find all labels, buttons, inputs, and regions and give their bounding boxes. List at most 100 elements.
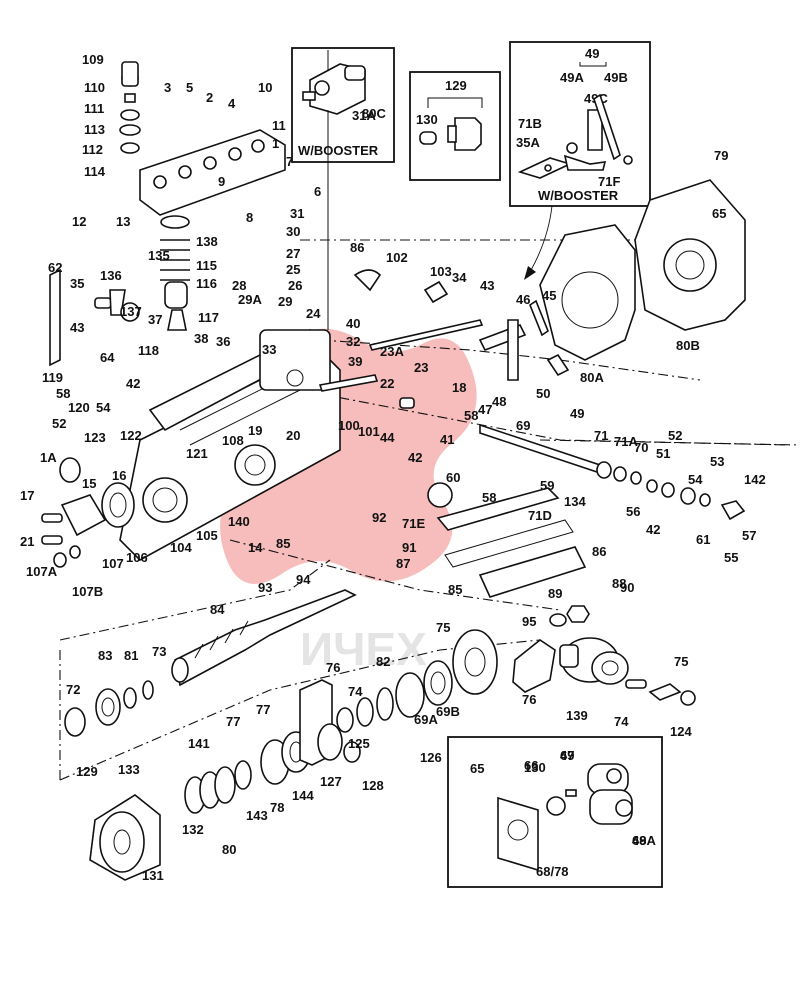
part-label: 43 bbox=[480, 278, 494, 293]
part-label: 45 bbox=[542, 288, 556, 303]
part-label: 86 bbox=[592, 544, 606, 559]
part-label: 134 bbox=[564, 494, 586, 509]
part-label: 140 bbox=[228, 514, 250, 529]
part-label: 22 bbox=[380, 376, 394, 391]
part-label: 16 bbox=[112, 468, 126, 483]
part-label: 71 bbox=[594, 428, 608, 443]
part-label: 90 bbox=[620, 580, 634, 595]
part-label: 75 bbox=[436, 620, 450, 635]
part-label: 69B bbox=[436, 704, 460, 719]
part-label: 82 bbox=[376, 654, 390, 669]
part-label: 21 bbox=[20, 534, 34, 549]
part-label: 126 bbox=[420, 750, 442, 765]
part-label: 52 bbox=[668, 428, 682, 443]
booster-arrow-head bbox=[524, 266, 536, 280]
part-label: 70 bbox=[634, 440, 648, 455]
part-label: 103 bbox=[430, 264, 452, 279]
part-label: 131 bbox=[142, 868, 164, 883]
label-68: 68 bbox=[632, 833, 646, 848]
part-label: 71E bbox=[402, 516, 425, 531]
part-label: 111 bbox=[84, 101, 104, 116]
part-label: 123 bbox=[84, 430, 106, 445]
part-label: 36 bbox=[216, 334, 230, 349]
part-label: 31 bbox=[290, 206, 304, 221]
part-label: 69A bbox=[414, 712, 438, 727]
part-label: 23A bbox=[380, 344, 404, 359]
part-label: 83 bbox=[98, 648, 112, 663]
part-label: 129 bbox=[76, 764, 98, 779]
part-label: 11 bbox=[272, 118, 286, 133]
part-label: 42 bbox=[646, 522, 660, 537]
part-label: 32 bbox=[346, 334, 360, 349]
part-label: 49 bbox=[570, 406, 584, 421]
part-label: 143 bbox=[246, 808, 268, 823]
part-label: 113 bbox=[84, 122, 105, 137]
part-pump-125 bbox=[559, 637, 629, 685]
part-label: 116 bbox=[196, 276, 217, 291]
part-label: 93 bbox=[258, 580, 272, 595]
part-label: 114 bbox=[84, 164, 106, 179]
part-label: 24 bbox=[306, 306, 321, 321]
part-label: 14 bbox=[248, 540, 263, 555]
part-label: 119 bbox=[42, 370, 63, 385]
inset-booster-49: 49 49A 49B 49C 71B 35A 71F W/BOOSTER bbox=[509, 41, 651, 207]
part-label: 61 bbox=[696, 532, 710, 547]
part-label: 20 bbox=[286, 428, 300, 443]
part-label: 75 bbox=[674, 654, 688, 669]
part-label: 125 bbox=[348, 736, 370, 751]
part-cover-89 bbox=[427, 482, 587, 598]
part-label: 51 bbox=[656, 446, 670, 461]
part-label: 2 bbox=[206, 90, 213, 105]
part-label: 26 bbox=[288, 278, 302, 293]
part-label: 74 bbox=[614, 714, 629, 729]
part-label: 106 bbox=[126, 550, 148, 565]
part-label: 107 bbox=[102, 556, 124, 571]
part-label: 107B bbox=[72, 584, 103, 599]
part-label: 58 bbox=[464, 408, 478, 423]
part-label: 77 bbox=[226, 714, 240, 729]
part-bearings-left bbox=[64, 680, 154, 737]
part-gasket-96 bbox=[539, 224, 636, 361]
part-label: 35 bbox=[70, 276, 84, 291]
part-label: 27 bbox=[286, 246, 300, 261]
part-label: 137 bbox=[120, 304, 142, 319]
inset-part-129: 129 130 bbox=[409, 71, 501, 181]
part-label: 89 bbox=[548, 586, 562, 601]
part-label: 6 bbox=[314, 184, 321, 199]
part-label: 40 bbox=[346, 316, 360, 331]
part-label: 50 bbox=[536, 386, 550, 401]
part-label: 122 bbox=[120, 428, 142, 443]
part-label: 141 bbox=[188, 736, 210, 751]
part-label: 60 bbox=[446, 470, 460, 485]
part-label: 108 bbox=[222, 433, 244, 448]
label-66: 66 bbox=[524, 758, 538, 773]
part-label: 44 bbox=[380, 430, 395, 445]
part-label: 72 bbox=[66, 682, 80, 697]
part-label: 135 bbox=[148, 248, 170, 263]
part-label: 41 bbox=[440, 432, 454, 447]
part-label: 23 bbox=[414, 360, 428, 375]
part-label: 136 bbox=[100, 268, 122, 283]
part-label: 1 bbox=[272, 136, 279, 151]
part-gear-65 bbox=[89, 794, 161, 881]
part-label: 34 bbox=[452, 270, 467, 285]
part-label: 17 bbox=[20, 488, 34, 503]
watermark-text: ИЧЕХ bbox=[300, 623, 427, 675]
part-label: 105 bbox=[196, 528, 218, 543]
part-label: 107A bbox=[26, 564, 58, 579]
part-label: 74 bbox=[348, 684, 363, 699]
part-label: 91 bbox=[402, 540, 416, 555]
part-label: 62 bbox=[48, 260, 62, 275]
part-label: 80 bbox=[222, 842, 236, 857]
part-left-small bbox=[41, 268, 140, 568]
part-label: 118 bbox=[138, 343, 159, 358]
part-label: 87 bbox=[396, 556, 410, 571]
part-label: 71A bbox=[614, 434, 638, 449]
part-label: 9 bbox=[218, 174, 225, 189]
part-label: 52 bbox=[52, 416, 66, 431]
part-label: 47 bbox=[478, 402, 492, 417]
label-35a: 35A bbox=[516, 135, 540, 150]
inset-booster-31a: 31A W/BOOSTER bbox=[291, 47, 395, 163]
part-label: 78 bbox=[270, 800, 284, 815]
